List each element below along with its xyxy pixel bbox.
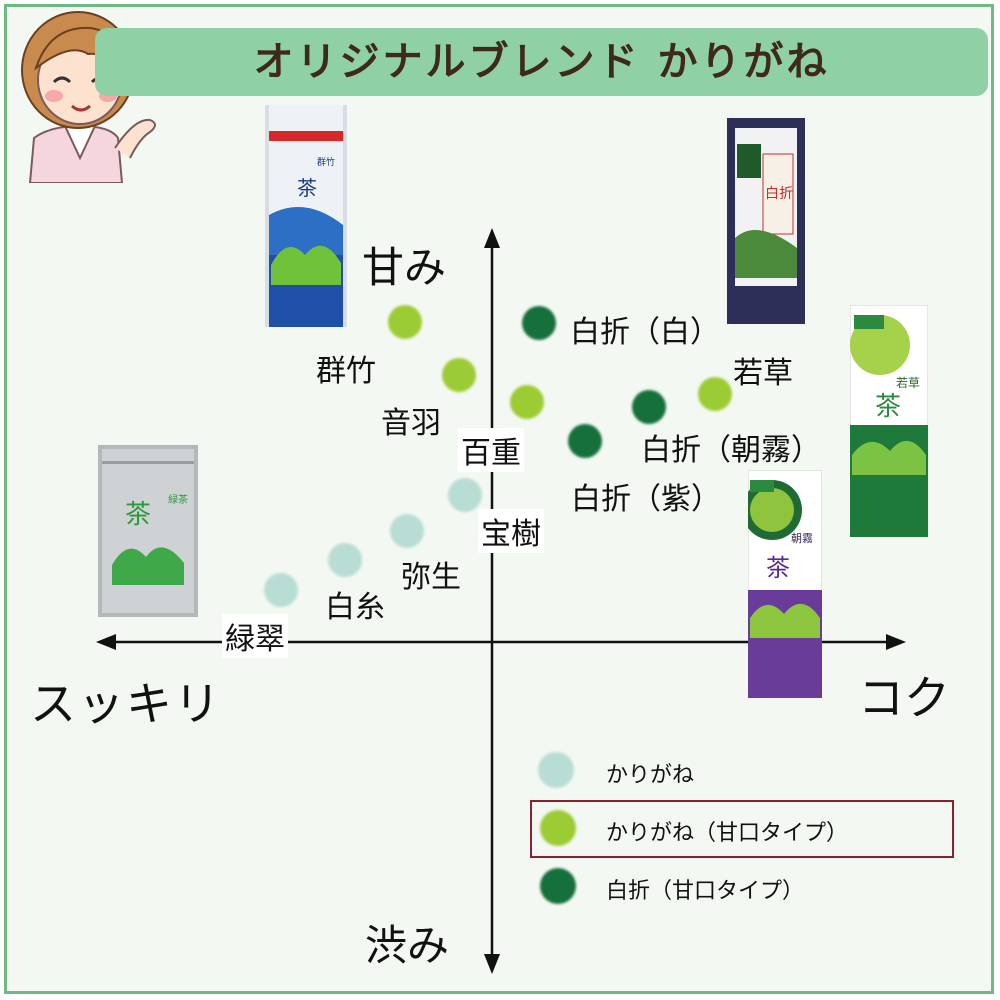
label-yayoi: 弥生 — [401, 560, 461, 595]
label-hyakue: 百重 — [458, 428, 524, 472]
point-yayoi — [390, 514, 424, 548]
point-ryokusui — [264, 573, 298, 607]
label-gunchiku: 群竹 — [316, 354, 376, 389]
point-shiraito — [328, 543, 362, 577]
shiraori-shiro-package-image: 白折 — [727, 118, 805, 324]
legend-dot-shiraori-sweet — [540, 868, 576, 904]
label-shiraori-shiro: 白折（白） — [570, 315, 720, 350]
svg-text:白折: 白折 — [765, 186, 793, 202]
axis-label-right: コク — [858, 671, 950, 725]
legend-highlight-box — [530, 800, 954, 858]
svg-text:茶: 茶 — [297, 176, 317, 200]
point-houju — [448, 478, 482, 512]
legend-label-shiraori-sweet: 白折（甘口タイプ） — [606, 879, 805, 904]
point-shiraori-shiro — [522, 306, 556, 340]
point-gunchiku — [388, 305, 422, 339]
point-shiraori-asagiri — [632, 390, 666, 424]
svg-text:茶: 茶 — [875, 392, 901, 422]
point-wakakusa — [698, 377, 732, 411]
axis-label-left: スッキリ — [30, 677, 222, 731]
point-hyakue — [510, 385, 544, 419]
legend-dot-karigane-sweet — [540, 810, 576, 846]
legend-label-karigane: かりがね — [606, 763, 695, 788]
point-shiraori-murasaki — [568, 424, 602, 458]
axis-label-top: 甘み — [362, 243, 447, 292]
page-title: オリジナルブレンド かりがね — [253, 39, 830, 85]
label-ryokusui: 緑翠 — [222, 614, 288, 658]
svg-text:緑茶: 緑茶 — [168, 493, 188, 506]
label-shiraori-murasaki: 白折（紫） — [571, 482, 721, 517]
svg-text:茶: 茶 — [766, 554, 790, 582]
label-shiraito: 白糸 — [325, 590, 385, 625]
svg-text:朝霧: 朝霧 — [791, 532, 813, 545]
legend-label-karigane-sweet: かりがね（甘口タイプ） — [606, 821, 849, 846]
ryokusui-package-image: 茶 緑茶 — [98, 445, 198, 617]
label-otowa: 音羽 — [381, 406, 441, 441]
label-houju: 宝樹 — [478, 509, 544, 553]
point-otowa — [442, 358, 476, 392]
title-bar — [95, 28, 988, 96]
legend-dot-karigane — [538, 752, 574, 788]
axis-label-bottom: 渋み — [365, 921, 450, 970]
label-shiraori-asagiri: 白折（朝霧） — [641, 433, 821, 468]
svg-text:茶: 茶 — [125, 500, 151, 530]
svg-text:群竹: 群竹 — [317, 156, 335, 168]
wakakusa-package-image: 若草 茶 — [850, 305, 928, 537]
label-wakakusa: 若草 — [733, 356, 793, 391]
svg-text:若草: 若草 — [896, 376, 920, 390]
shiraori-asagiri-package-image: 朝霧 茶 — [748, 470, 822, 698]
gunchiku-package-image: 茶 群竹 — [265, 105, 347, 327]
